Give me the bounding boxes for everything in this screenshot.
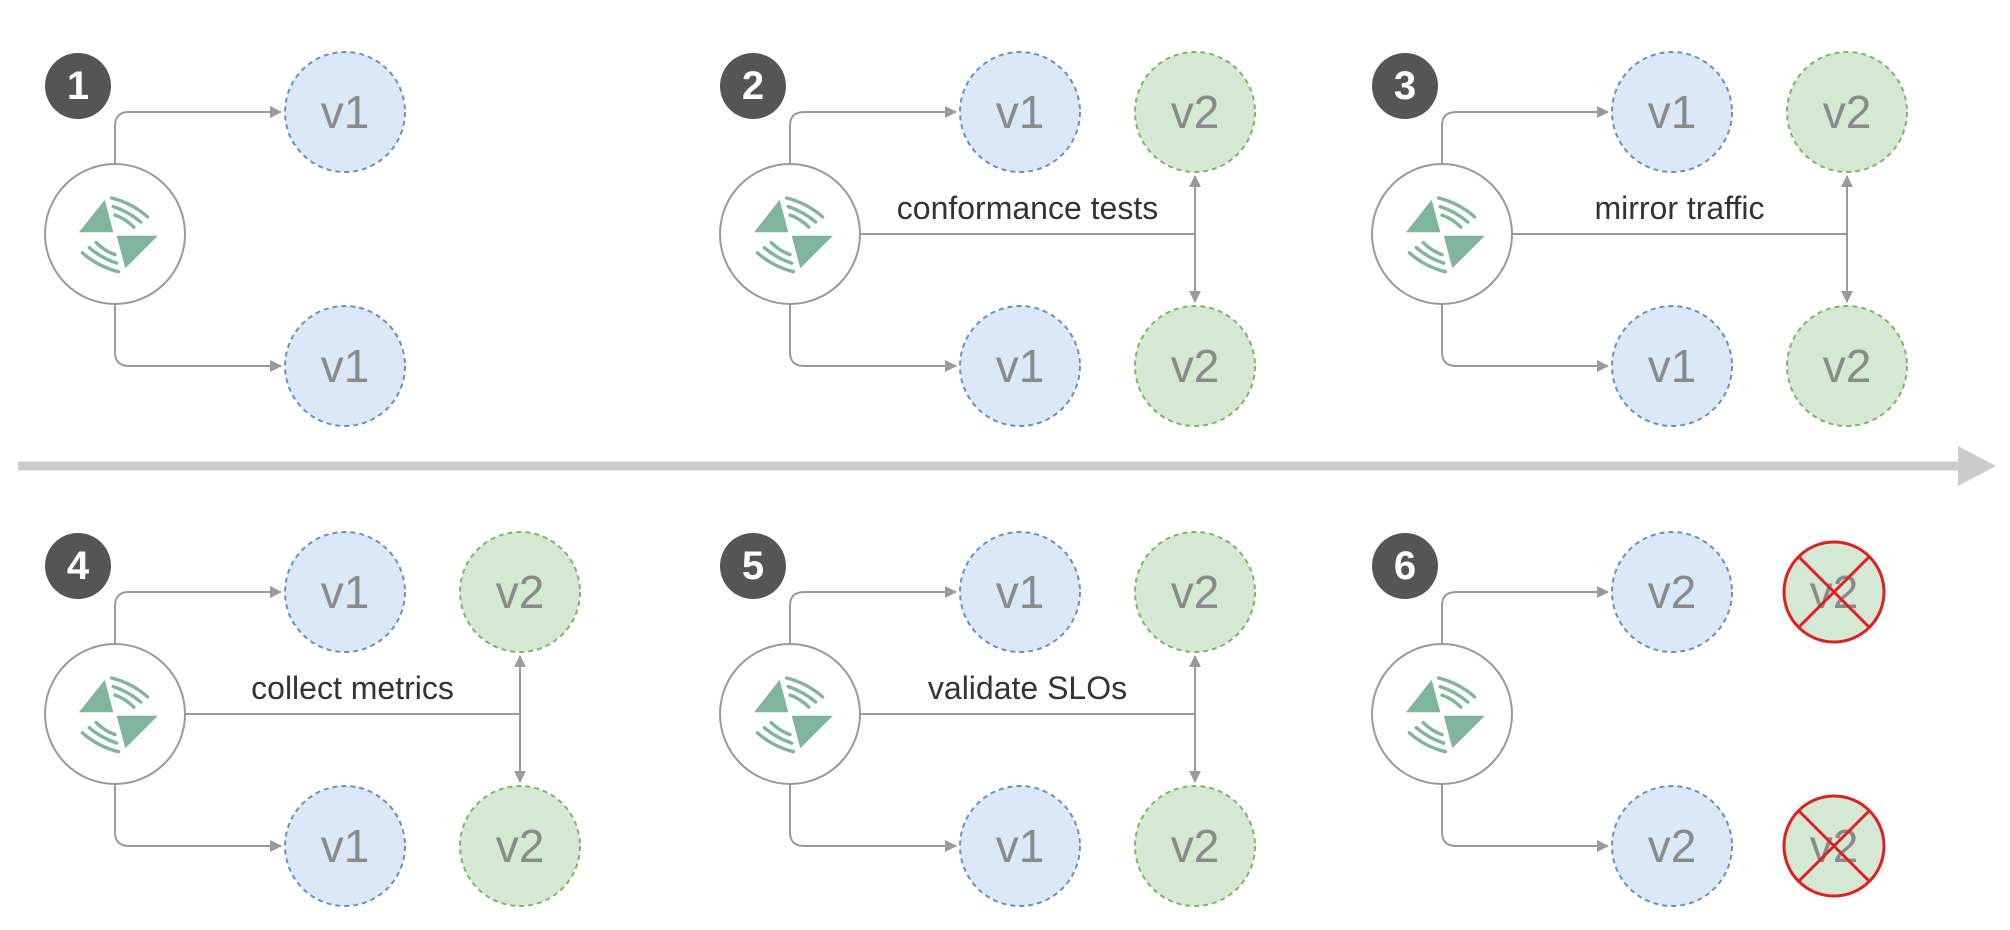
connector-bottom-line	[789, 304, 957, 372]
load-balancer-node	[44, 163, 186, 305]
connector-top-line	[789, 586, 957, 644]
panel-step-6: 6v2v2v2v2	[1371, 531, 1886, 907]
panels: 1 v1 v1 2 v1 v1 v2 v2 conformance tests 3 v1 v1 v2 v2…	[44, 51, 1908, 907]
connector-top-line	[114, 586, 282, 644]
step-number: 6	[1394, 544, 1416, 588]
service-node-top-label: v1	[996, 566, 1045, 618]
candidate-node-top	[1134, 51, 1256, 173]
service-node-bottom-label: v2	[1648, 820, 1697, 872]
service-node-bottom	[959, 785, 1081, 907]
service-node-top-label: v1	[1648, 86, 1697, 138]
panel-step-5: 5 v1 v1 v2 v2 validate SLOs	[719, 531, 1256, 907]
service-node-top	[1611, 51, 1733, 173]
candidate-node-top-label: v2	[1171, 86, 1220, 138]
candidate-node-bottom	[1786, 305, 1908, 427]
connector-top-line	[1441, 106, 1609, 164]
timeline-arrowhead	[1958, 446, 1996, 486]
service-node-bottom-label: v1	[996, 820, 1045, 872]
step-badge	[45, 53, 111, 119]
service-node-bottom	[284, 785, 406, 907]
step-number: 4	[67, 544, 90, 588]
load-balancer-node	[1371, 643, 1513, 785]
step-label: collect metrics	[251, 670, 454, 706]
service-node-top	[1611, 531, 1733, 653]
candidate-node-bottom-label: v2	[1171, 820, 1220, 872]
candidate-node-bottom	[459, 785, 581, 907]
service-node-bottom	[1611, 785, 1733, 907]
candidate-node-top	[1786, 51, 1908, 173]
candidate-node-bottom	[1134, 305, 1256, 427]
candidate-node-top-label: v2	[496, 566, 545, 618]
connector-bottom-line	[114, 784, 282, 852]
service-node-top	[959, 531, 1081, 653]
service-node-bottom-label: v1	[321, 820, 370, 872]
load-balancer-node	[1371, 163, 1513, 305]
service-node-bottom-label: v1	[996, 340, 1045, 392]
connector-top-line	[1441, 586, 1609, 644]
service-node-top-label: v1	[321, 86, 370, 138]
candidate-node-bottom-label: v2	[496, 820, 545, 872]
candidate-node-top	[1134, 531, 1256, 653]
service-node-top-label: v1	[321, 566, 370, 618]
load-balancer-node	[44, 643, 186, 785]
candidate-node-top	[459, 531, 581, 653]
service-node-bottom	[1611, 305, 1733, 427]
connector-bottom-line	[1441, 304, 1609, 372]
candidate-node-bottom-label: v2	[1171, 340, 1220, 392]
step-badge	[1372, 53, 1438, 119]
step-number: 1	[67, 64, 89, 108]
service-node-bottom	[284, 305, 406, 427]
connector-bottom-line	[789, 784, 957, 852]
step-label: conformance tests	[897, 190, 1158, 226]
step-number: 3	[1394, 64, 1416, 108]
candidate-node-top-label: v2	[1823, 86, 1872, 138]
candidate-node-bottom-label: v2	[1823, 340, 1872, 392]
service-node-top	[284, 531, 406, 653]
step-badge	[1372, 533, 1438, 599]
load-balancer-node	[719, 163, 861, 305]
connector-bottom-line	[114, 304, 282, 372]
step-badge	[45, 533, 111, 599]
service-node-bottom-label: v1	[321, 340, 370, 392]
load-balancer-node	[719, 643, 861, 785]
service-node-bottom-label: v1	[1648, 340, 1697, 392]
service-node-bottom	[959, 305, 1081, 427]
panel-step-1: 1 v1 v1	[44, 51, 406, 427]
step-badge	[720, 533, 786, 599]
step-label: mirror traffic	[1594, 190, 1764, 226]
step-number: 5	[742, 544, 764, 588]
candidate-node-top-label: v2	[1171, 566, 1220, 618]
service-node-top-label: v2	[1648, 566, 1697, 618]
service-node-top	[959, 51, 1081, 173]
panel-step-2: 2 v1 v1 v2 v2 conformance tests	[719, 51, 1256, 427]
candidate-node-bottom	[1134, 785, 1256, 907]
service-node-top-label: v1	[996, 86, 1045, 138]
panel-step-3: 3 v1 v1 v2 v2 mirror traffic	[1371, 51, 1908, 427]
connector-top-line	[789, 106, 957, 164]
retired-cross-mark	[1796, 554, 1872, 630]
service-node-top	[284, 51, 406, 173]
connector-top-line	[114, 106, 282, 164]
connector-bottom-line	[1441, 784, 1609, 852]
retired-cross-mark	[1796, 808, 1872, 884]
step-label: validate SLOs	[928, 670, 1127, 706]
panel-step-4: 4 v1 v1 v2 v2 collect metrics	[44, 531, 581, 907]
step-number: 2	[742, 64, 764, 108]
step-badge	[720, 53, 786, 119]
